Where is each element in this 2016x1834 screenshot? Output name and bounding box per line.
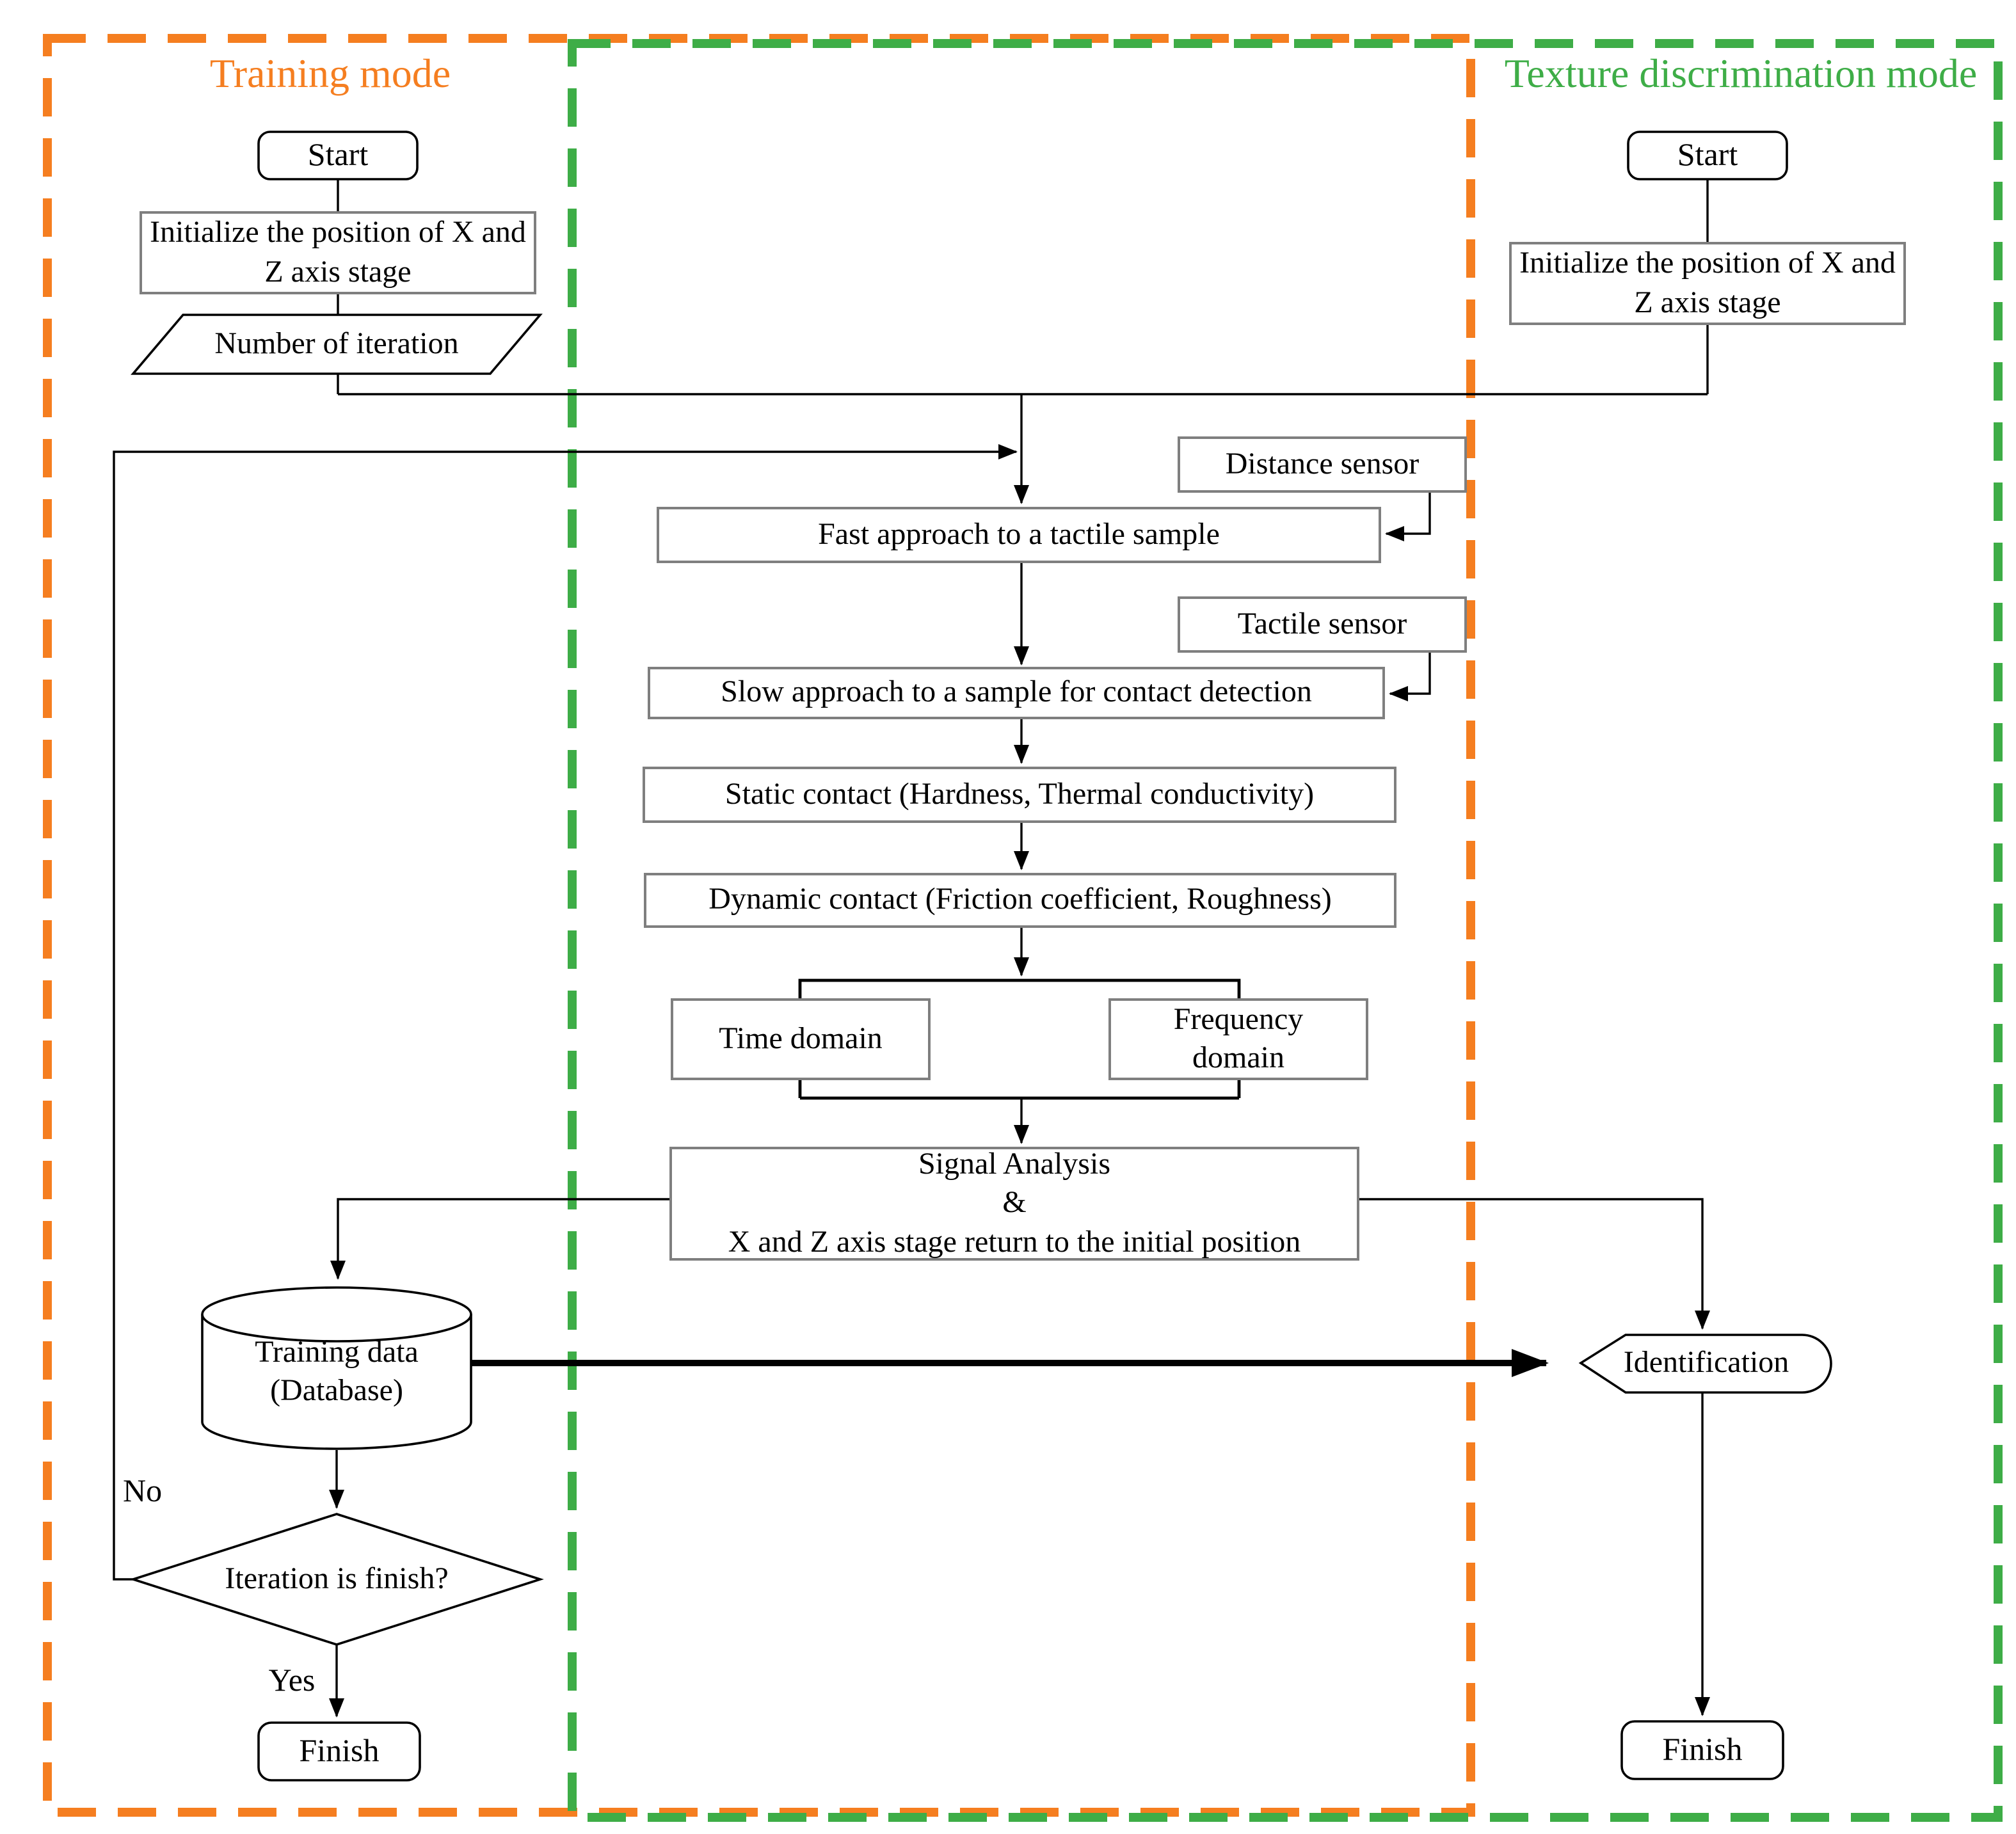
initialize-right-label: Initialize the position of X and Z axis …	[1519, 247, 1896, 319]
static-contact-label: Static contact (Hardness, Thermal conduc…	[724, 777, 1315, 811]
signal-analysis-line2: &	[1002, 1186, 1027, 1220]
database-cylinder-body	[201, 1314, 472, 1450]
edge-distance-fast	[1385, 491, 1431, 541]
iteration-decision-shape	[129, 1513, 544, 1646]
iteration-decision-label: Iteration is finish?	[225, 1562, 449, 1596]
time-domain-label: Time domain	[719, 1022, 883, 1056]
fast-approach-label: Fast approach to a tactile sample	[818, 518, 1220, 552]
signal-analysis-line1: Signal Analysis	[918, 1148, 1110, 1182]
tactile-sensor-shape	[1178, 596, 1467, 653]
signal-analysis-label: Signal Analysis & X and Z axis stage ret…	[671, 1148, 1358, 1259]
texture-mode-region	[568, 39, 2003, 1822]
initialize-left-label: Initialize the position of X and Z axis …	[150, 216, 526, 289]
database-cylinder-top	[201, 1286, 472, 1343]
training-data-line2: (Database)	[270, 1375, 403, 1408]
training-data-line1: Training data	[255, 1336, 419, 1369]
distance-sensor-label: Distance sensor	[1225, 447, 1420, 481]
start-left-label: Start	[307, 138, 369, 173]
edge-signal-database	[330, 1198, 671, 1280]
start-right-shape	[1627, 131, 1788, 180]
tactile-sensor-label: Tactile sensor	[1237, 607, 1407, 641]
number-of-iteration-label: Number of iteration	[214, 327, 459, 361]
slow-approach-shape	[648, 667, 1385, 719]
number-of-iteration-shape	[131, 314, 543, 375]
distance-sensor-shape	[1178, 436, 1467, 493]
start-right-label: Start	[1677, 138, 1738, 173]
training-data-label: Training data (Database)	[202, 1334, 471, 1410]
edge-tactile-slow	[1389, 651, 1431, 701]
finish-left-label: Finish	[299, 1734, 380, 1769]
texture-mode-label: Texture discrimination mode	[1504, 49, 1978, 96]
edge-no-loop	[113, 444, 1018, 1581]
frequency-domain-shape	[1108, 998, 1368, 1080]
finish-left-shape	[257, 1721, 421, 1782]
identification-label: Identification	[1623, 1346, 1789, 1380]
connectors	[113, 179, 1710, 1718]
dynamic-contact-shape	[644, 873, 1396, 928]
fast-approach-shape	[657, 507, 1381, 563]
signal-analysis-line3: X and Z axis stage return to the initial…	[728, 1225, 1301, 1259]
initialize-right-shape	[1509, 242, 1906, 325]
training-mode-region	[43, 34, 1475, 1817]
initialize-left-shape	[140, 211, 536, 294]
dynamic-contact-label: Dynamic contact (Friction coefficient, R…	[708, 883, 1332, 917]
start-left-shape	[257, 131, 419, 180]
finish-right-label: Finish	[1662, 1732, 1743, 1767]
node-shapes	[129, 131, 1906, 1782]
identification-shape	[1578, 1334, 1832, 1394]
static-contact-shape	[643, 767, 1396, 823]
edge-signal-identification	[1358, 1198, 1710, 1330]
no-edge-label: No	[123, 1474, 163, 1510]
frequency-domain-label: Frequency domain	[1173, 1003, 1304, 1075]
training-mode-label: Training mode	[209, 49, 451, 96]
time-domain-shape	[671, 998, 931, 1080]
yes-edge-label: Yes	[268, 1664, 316, 1699]
signal-analysis-shape	[669, 1147, 1359, 1261]
slow-approach-label: Slow approach to a sample for contact de…	[721, 676, 1312, 710]
finish-right-shape	[1620, 1720, 1784, 1780]
